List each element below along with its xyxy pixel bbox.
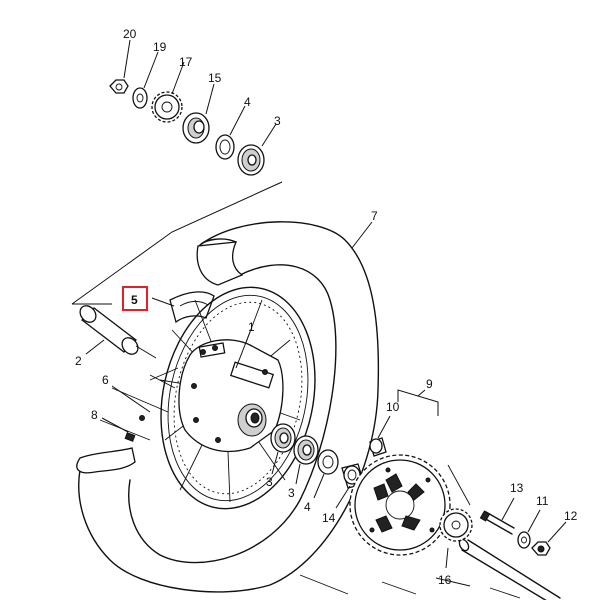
callout-1: 1 <box>248 320 255 334</box>
bearing-3-right-a <box>270 423 296 475</box>
callout-4-right: 4 <box>304 500 311 514</box>
oil-seal-4-right <box>313 449 339 499</box>
nut-20 <box>109 39 131 94</box>
hub-1 <box>178 331 284 452</box>
nut-12 <box>531 521 567 556</box>
callout-4-top: 4 <box>244 95 251 109</box>
callout-2: 2 <box>75 354 82 368</box>
callout-3-right-b: 3 <box>288 486 295 500</box>
rim-band-5 <box>151 291 215 324</box>
rear-sprocket <box>349 454 451 556</box>
washer-19 <box>132 51 159 109</box>
axle-16 <box>445 538 561 600</box>
hub-boss-15 <box>182 83 215 144</box>
bolt-13 <box>479 497 515 535</box>
spoke-nipple-8 <box>99 415 151 442</box>
hub-group-bracket <box>71 181 283 305</box>
spoke-set-6 <box>111 367 179 413</box>
callout-5: 5 <box>131 293 138 307</box>
callout-14: 14 <box>322 511 336 525</box>
washer-11 <box>517 509 541 549</box>
callout-3-top: 3 <box>274 114 281 128</box>
callout-6: 6 <box>102 373 109 387</box>
callout-16: 16 <box>438 573 452 587</box>
damper-10 <box>369 415 391 457</box>
callout-15: 15 <box>208 71 222 85</box>
callout-7: 7 <box>371 209 378 223</box>
callout-3-right-a: 3 <box>266 475 273 489</box>
callout-20: 20 <box>123 27 137 41</box>
callout-13: 13 <box>510 481 524 495</box>
callout-9: 9 <box>426 377 433 391</box>
oil-seal-4-top <box>215 105 246 160</box>
callout-8: 8 <box>91 408 98 422</box>
callout-19: 19 <box>153 40 167 54</box>
callout-labels: 20 19 17 15 4 3 7 5 1 2 6 8 9 10 3 3 4 1… <box>75 27 578 587</box>
bearing-3-top <box>237 123 277 176</box>
callout-11: 11 <box>536 494 549 508</box>
callout-17: 17 <box>179 55 193 69</box>
tire-7 <box>76 221 380 593</box>
callout-10: 10 <box>386 400 400 414</box>
sprocket-group-9 <box>397 389 439 416</box>
bearing-3-right-b <box>293 435 319 485</box>
drive-sprocket-17 <box>151 61 185 123</box>
spacer-tube-2 <box>79 305 157 359</box>
callout-12: 12 <box>564 509 578 523</box>
highlight-box-part-5 <box>122 286 148 311</box>
upper-hub-assembly <box>71 39 283 305</box>
small-sprocket-axle <box>439 508 473 542</box>
chain-edge <box>299 464 521 599</box>
